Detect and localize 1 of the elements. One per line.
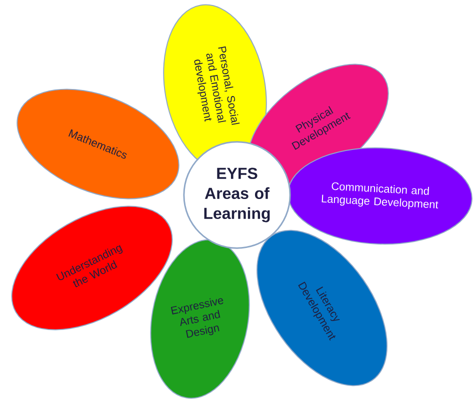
petal: Expressive Arts and Design xyxy=(150,239,250,399)
